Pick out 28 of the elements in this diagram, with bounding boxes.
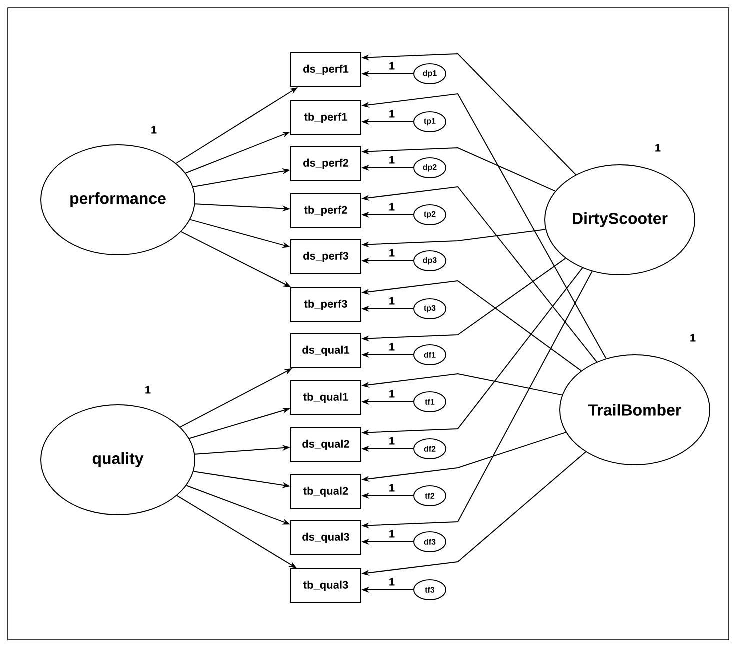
observed-variable-box: ds_perf1 bbox=[290, 52, 362, 88]
variance-label: 1 bbox=[656, 144, 661, 152]
edge-label: 1 bbox=[390, 484, 395, 492]
observed-variable-box: ds_qual1 bbox=[290, 334, 362, 368]
edge-label: 1 bbox=[390, 297, 395, 305]
observed-variable-box: ds_perf3 bbox=[290, 240, 362, 274]
variance-label: 1 bbox=[690, 334, 696, 342]
edge-label: 1 bbox=[390, 156, 395, 164]
observed-variable-box: tb_qual2 bbox=[290, 474, 362, 510]
edge-label: 1 bbox=[390, 578, 395, 586]
observed-variable-box: ds_qual3 bbox=[290, 520, 362, 556]
variance-label: 1 bbox=[146, 386, 151, 394]
observed-variable-box: tb_qual1 bbox=[290, 380, 362, 416]
observed-variable-box: tb_perf1 bbox=[290, 100, 362, 136]
edge-label: 1 bbox=[390, 62, 395, 70]
variance-label: 1 bbox=[152, 126, 157, 134]
edge-label: 1 bbox=[390, 249, 395, 257]
edge-label: 1 bbox=[390, 110, 395, 118]
edge-label: 1 bbox=[390, 203, 395, 211]
edge-label: 1 bbox=[390, 343, 395, 351]
edge-label: 1 bbox=[390, 530, 395, 538]
observed-variable-box: ds_perf2 bbox=[290, 146, 362, 182]
observed-variable-box: tb_perf3 bbox=[290, 288, 362, 322]
observed-variable-box: tb_perf2 bbox=[290, 194, 362, 228]
observed-variable-box: ds_qual2 bbox=[290, 427, 362, 462]
edge-label: 1 bbox=[390, 437, 395, 445]
edge-label: 1 bbox=[390, 390, 395, 398]
observed-variable-box: tb_qual3 bbox=[290, 568, 362, 604]
